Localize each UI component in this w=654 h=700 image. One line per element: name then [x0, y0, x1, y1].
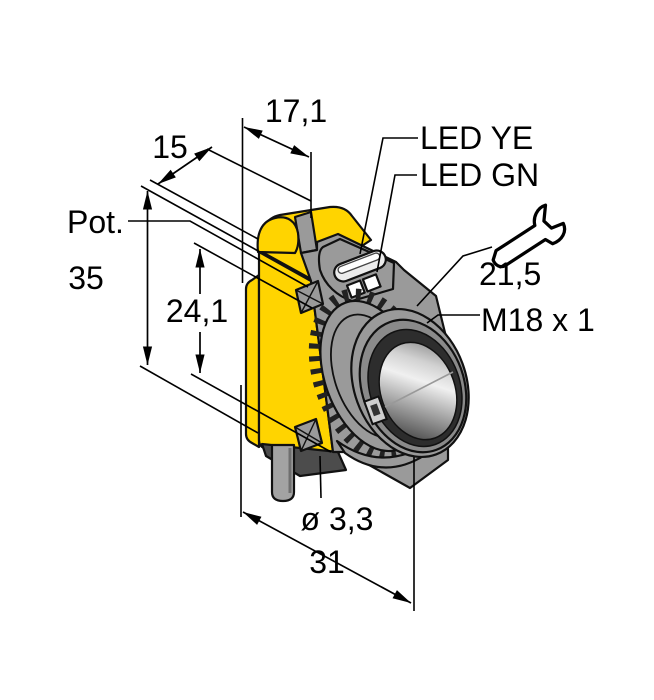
ext-15-top	[149, 179, 259, 240]
dim-15-line	[157, 146, 213, 185]
cable-dia-label: ø 3,3	[301, 501, 374, 537]
wrench-size-leader	[416, 246, 493, 307]
cable-dia-leader	[319, 455, 322, 499]
thread-leader	[426, 314, 480, 324]
housing-top-bump	[256, 216, 300, 255]
pot-label: Pot.	[67, 204, 124, 240]
ext-241-bottom	[190, 373, 332, 453]
sensor-body	[244, 205, 470, 503]
dim-24-1-label: 24,1	[166, 293, 228, 329]
cable	[270, 443, 296, 503]
led-ye-leader	[359, 137, 418, 255]
dim-17-1-label: 17,1	[265, 93, 327, 129]
lens-assembly	[350, 307, 470, 459]
dim-31-label: 31	[309, 544, 345, 580]
ext-35-top	[140, 185, 261, 253]
housing-back-slab	[244, 273, 261, 449]
ext-35-bottom	[139, 365, 259, 434]
ext-241-top	[193, 242, 313, 309]
potentiometer-detail	[294, 279, 325, 315]
wrench-icon	[491, 203, 567, 269]
thread-label: M18 x 1	[481, 302, 595, 338]
dimension-lines	[142, 126, 412, 604]
ext-15-right	[206, 148, 312, 202]
dim-21-5-label: 21,5	[479, 256, 541, 292]
dim-31-line	[242, 511, 412, 604]
lens	[378, 341, 458, 441]
labels: 17,1 15 Pot. 35 24,1 LED YE LED GN 21,5 …	[67, 93, 595, 580]
led-ye-label: LED YE	[420, 120, 533, 156]
led-gn-label: LED GN	[420, 157, 539, 193]
dim-35-label: 35	[68, 260, 104, 296]
led-gn-leader	[376, 174, 417, 273]
ring-latch	[363, 395, 388, 426]
dim-15-label: 15	[152, 129, 188, 165]
extension-lines	[128, 118, 493, 611]
dim-171-line	[243, 126, 310, 158]
